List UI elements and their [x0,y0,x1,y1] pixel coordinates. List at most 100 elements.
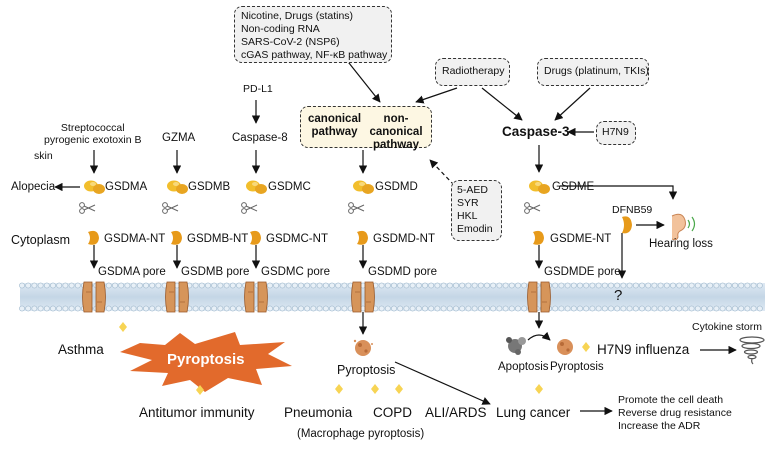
inhibitor-line: Emodin [457,223,493,235]
inhibitor-box: 5-AED SYR HKL Emodin [451,180,502,241]
macrophage-pyroptosis-label: (Macrophage pyroptosis) [297,428,425,440]
streptococcal-exotoxin-label: Streptococcal pyrogenic exotoxin B [44,122,142,147]
hearing-loss-label: Hearing loss [649,238,713,250]
gasdermin-nt-icon [533,230,544,245]
apoptosis-label: Apoptosis [498,361,549,373]
gzma-label: GZMA [162,132,196,144]
asthma-label: Asthma [58,342,104,357]
pore-channel [82,281,106,313]
gsdmc-label: GSDMC [268,181,311,193]
h7n9-influenza-label: H7N9 influenza [597,342,690,357]
output-diamonds [119,322,590,395]
copd-label: COPD [373,405,413,420]
gsdma-pore-label: GSDMA pore [98,266,166,278]
diamond-marker [535,384,543,394]
gasdermin-nt-icon [357,230,368,245]
apoptotic-cell [506,337,526,355]
caspase8-label: Caspase-8 [232,132,288,144]
scissors-icon [348,202,365,214]
inducer-line: Nicotine, Drugs (statins) [241,10,354,22]
gsdmb-label: GSDMB [188,181,231,193]
gsdma-nt-label: GSDMA-NT [104,233,166,245]
inhibitor-line: 5-AED [457,184,488,196]
alopecia-label: Alopecia [11,181,56,193]
gsdmb-nt-label: GSDMB-NT [187,233,249,245]
inhibitor-line: HKL [457,210,478,222]
scissors-icon [241,202,258,214]
cleavage-scissors [79,202,541,214]
effect-line: Promote the cell death [618,394,724,406]
gasdermin-protein-icon [246,180,267,194]
antitumor-immunity-label: Antitumor immunity [139,405,255,420]
scissors-icon [79,202,96,214]
pyroptosis-starburst [120,332,292,392]
gsdmd-nt-label: GSDMD-NT [373,233,435,245]
diamond-marker [335,384,343,394]
gsdmd-pore-label: GSDMD pore [368,266,438,278]
column-arrows [54,57,737,416]
inducer-line: cGAS pathway, NF-κB pathway [241,49,388,61]
gasdermin-nt-fragments [88,230,544,245]
diamond-marker [395,384,403,394]
pyroptosis-star-label: Pyroptosis [167,351,245,368]
gsdma-label: GSDMA [105,181,148,193]
gsdmc-pore-label: GSDMC pore [261,266,331,278]
pore-channels [82,281,551,313]
gasdermin-protein-icon [529,180,550,194]
pore-channel [351,281,375,313]
inducer-line: Non-coding RNA [241,23,320,35]
cytokine-storm-label: Cytokine storm [692,321,763,333]
effect-line: Increase the ADR [618,420,701,432]
dfnb59-label: DFNB59 [612,204,653,216]
noncanonical-pathway-label: non-canonical pathway [369,113,423,152]
gasdermin-protein-icon [84,180,105,194]
diamond-marker [582,342,590,352]
gsdmb-pore-label: GSDMB pore [181,266,250,278]
skin-label: skin [34,150,53,162]
h7n9-box: H7N9 [596,121,636,145]
scissors-icon [162,202,179,214]
diamond-marker [196,385,204,395]
apoptosis-switch-arrow [527,331,551,341]
ear-icon [671,213,696,241]
drugs-label: Drugs (platinum, TKIs) [544,65,649,77]
pyroptotic-cell-mid [353,339,373,356]
inducer-line: SARS-CoV-2 (NSP6) [241,36,340,48]
canonical-pathway-label: canonical pathway [308,113,362,139]
inhibitor-line: SYR [457,197,479,209]
gasdermin-protein-icon [353,180,374,194]
ali-ards-label: ALI/ARDS [425,405,487,420]
radiotherapy-box: Radiotherapy [435,58,510,86]
drugs-box: Drugs (platinum, TKIs) [537,58,649,86]
gasdermin-nt-icon [88,230,99,245]
pore-channel [527,281,551,313]
effect-line: Reverse drug resistance [618,407,732,419]
pyroptotic-cell-right [557,339,573,355]
diamond-marker [371,384,379,394]
cytokine-storm-icon [739,336,765,365]
cytoplasm-label: Cytoplasm [11,233,71,247]
h7n9-label: H7N9 [602,126,629,138]
lung-cancer-label: Lung cancer [496,405,571,420]
gsdmc-nt-label: GSDMC-NT [266,233,328,245]
gasdermin-nt-icon [250,230,261,245]
caspase3-label: Caspase-3 [502,124,570,139]
radiotherapy-label: Radiotherapy [442,65,505,77]
pneumonia-label: Pneumonia [284,405,353,420]
gasdermin-proteins [84,180,550,194]
gsdmde-pore-label: GSDMDE pore [544,266,621,278]
inhibitor-arrow [429,159,455,186]
pathway-box: canonical pathway non-canonical pathway [300,106,432,151]
dfnb59-protein [622,216,632,234]
gasdermin-protein-icon [167,180,188,194]
pore-channel [165,281,189,313]
diamond-marker [119,322,127,332]
pdl1-label: PD-L1 [243,83,273,95]
pore-channel [244,281,268,313]
pyroptosis-right-label: Pyroptosis [550,361,604,373]
gsdme-nt-label: GSDME-NT [550,233,612,245]
scissors-icon [524,202,541,214]
gsdmd-label: GSDMD [375,181,418,193]
